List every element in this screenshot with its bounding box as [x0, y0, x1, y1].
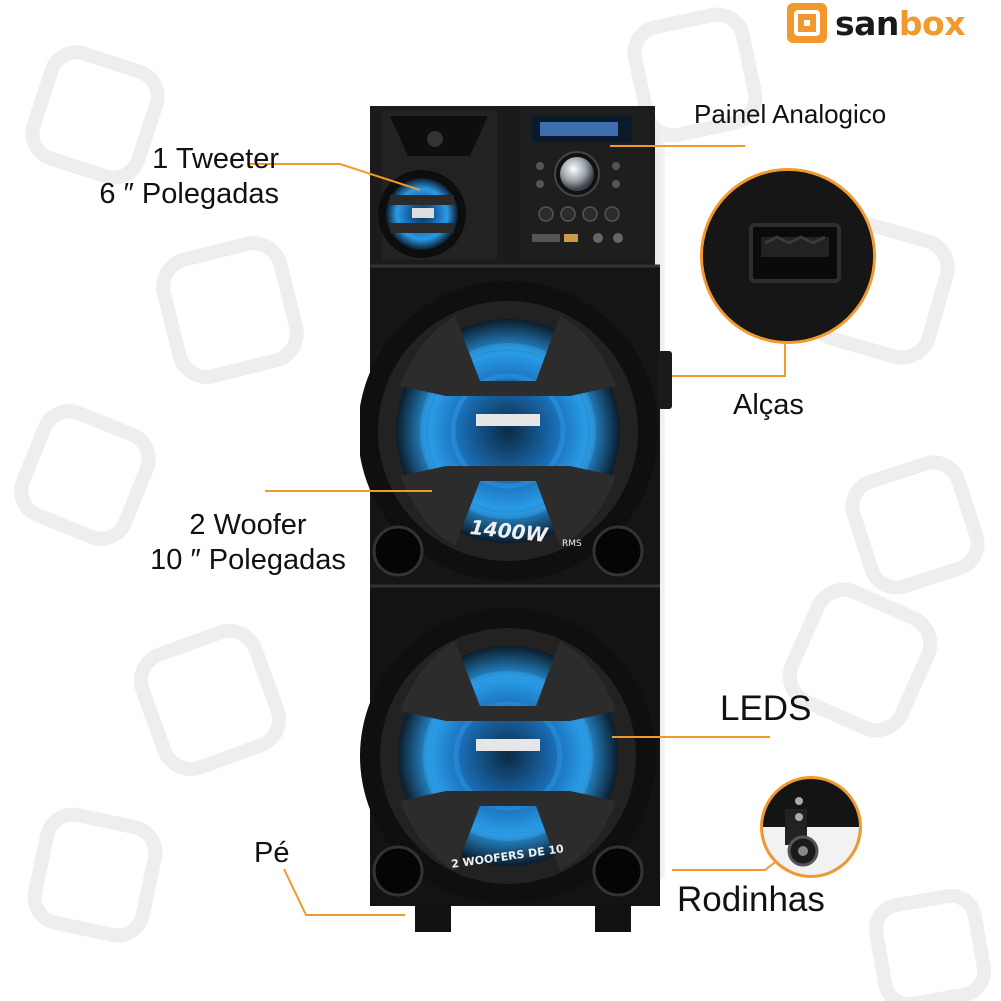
wheel-closeup-image [763, 779, 859, 875]
woofer-label-line2: 10 ″ Polegadas [150, 543, 346, 576]
logo-mark-icon [787, 3, 827, 43]
brand-wordmark: sanbox [835, 3, 966, 43]
wheels-label: Rodinhas [677, 880, 825, 919]
speaker-tower-image: 1400W RMS 2 WOOFERS DE 10 [360, 106, 672, 932]
badge-sub-text: RMS [562, 539, 582, 549]
foot-label: Pé [254, 837, 290, 869]
handles-inset [700, 168, 876, 344]
tweeter-label-line1: 1 Tweeter [152, 143, 279, 175]
handles-label: Alças [733, 389, 804, 421]
wheels-inset [760, 776, 862, 878]
tweeter-label: 1 Tweeter 6 ″ Polegadas [99, 142, 279, 212]
woofer-label-line1: 2 Woofer [189, 509, 307, 541]
leds-label: LEDS [720, 689, 812, 728]
handle-closeup-image [703, 171, 873, 341]
tweeter-label-line2: 6 ″ Polegadas [99, 177, 279, 210]
panel-label: Painel Analogico [694, 99, 887, 129]
brand-name-part2: box [898, 3, 966, 43]
brand-name-part1: san [835, 3, 899, 43]
brand-logo: sanbox [787, 2, 966, 44]
woofer-label: 2 Woofer 10 ″ Polegadas [128, 508, 368, 578]
